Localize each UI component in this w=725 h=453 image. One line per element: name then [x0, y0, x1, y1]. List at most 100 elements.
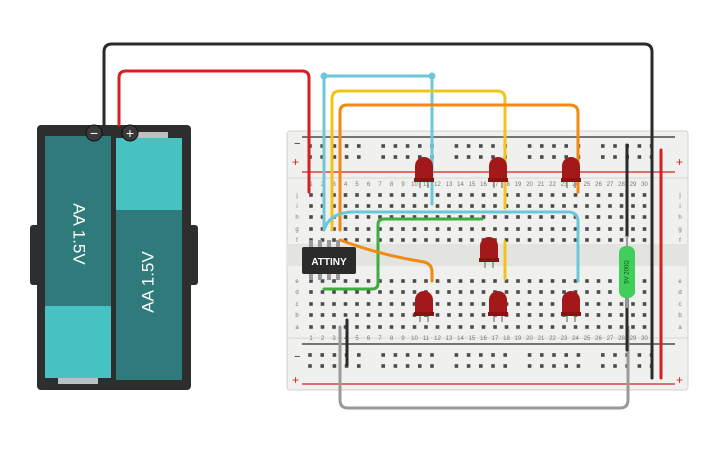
breadboard-hole[interactable] [550, 325, 555, 329]
breadboard-hole[interactable] [550, 279, 555, 283]
breadboard-hole[interactable] [412, 279, 417, 283]
breadboard-hole[interactable] [309, 215, 313, 219]
breadboard-hole[interactable] [527, 238, 532, 242]
breadboard-hole[interactable] [466, 364, 471, 368]
breadboard-hole[interactable] [366, 193, 371, 197]
breadboard-hole[interactable] [631, 325, 635, 329]
breadboard-hole[interactable] [481, 193, 486, 197]
breadboard-hole[interactable] [585, 302, 589, 306]
breadboard-hole[interactable] [355, 227, 359, 231]
breadboard-hole[interactable] [562, 227, 566, 231]
breadboard-hole[interactable] [585, 325, 589, 329]
breadboard-hole[interactable] [481, 325, 486, 329]
breadboard-hole[interactable] [430, 364, 434, 368]
breadboard-hole[interactable] [320, 364, 324, 368]
wire-cyan-top[interactable] [322, 74, 434, 232]
breadboard-hole[interactable] [405, 364, 410, 368]
attiny-chip[interactable]: ATTINY [302, 240, 356, 280]
breadboard-hole[interactable] [613, 155, 617, 159]
breadboard-hole[interactable] [539, 215, 543, 219]
breadboard-hole[interactable] [343, 313, 348, 317]
breadboard-hole[interactable] [619, 238, 624, 242]
breadboard-hole[interactable] [631, 313, 635, 317]
breadboard-hole[interactable] [642, 302, 647, 306]
breadboard-hole[interactable] [470, 238, 474, 242]
breadboard-hole[interactable] [539, 193, 543, 197]
breadboard-hole[interactable] [405, 144, 410, 148]
breadboard-hole[interactable] [539, 227, 543, 231]
breadboard-hole[interactable] [596, 279, 601, 283]
breadboard-hole[interactable] [378, 215, 382, 219]
breadboard-hole[interactable] [550, 204, 555, 208]
breadboard-hole[interactable] [424, 325, 428, 329]
breadboard-hole[interactable] [389, 204, 394, 208]
breadboard-hole[interactable] [424, 215, 428, 219]
breadboard-hole[interactable] [631, 193, 635, 197]
breadboard-hole[interactable] [355, 193, 359, 197]
breadboard-hole[interactable] [320, 313, 325, 317]
breadboard-hole[interactable] [332, 204, 336, 208]
breadboard-hole[interactable] [619, 313, 624, 317]
wire-green[interactable] [322, 217, 484, 291]
breadboard-hole[interactable] [601, 353, 605, 357]
breadboard-hole[interactable] [516, 325, 520, 329]
breadboard-hole[interactable] [401, 215, 405, 219]
breadboard-hole[interactable] [527, 204, 532, 208]
breadboard-hole[interactable] [562, 193, 566, 197]
led[interactable] [561, 157, 581, 188]
led[interactable] [488, 291, 508, 322]
breadboard-hole[interactable] [493, 193, 497, 197]
breadboard-hole[interactable] [320, 144, 324, 148]
breadboard-hole[interactable] [516, 313, 520, 317]
breadboard-hole[interactable] [642, 204, 647, 208]
breadboard-hole[interactable] [493, 279, 497, 283]
breadboard-hole[interactable] [309, 290, 313, 294]
breadboard-hole[interactable] [550, 238, 555, 242]
breadboard-hole[interactable] [539, 290, 543, 294]
breadboard-hole[interactable] [320, 353, 324, 357]
breadboard-hole[interactable] [424, 227, 428, 231]
breadboard-hole[interactable] [389, 279, 394, 283]
breadboard-hole[interactable] [539, 302, 543, 306]
breadboard-hole[interactable] [454, 353, 459, 357]
breadboard-hole[interactable] [435, 238, 440, 242]
breadboard-hole[interactable] [430, 353, 434, 357]
breadboard-hole[interactable] [527, 313, 532, 317]
breadboard-hole[interactable] [466, 353, 471, 357]
breadboard-hole[interactable] [343, 279, 348, 283]
breadboard-hole[interactable] [504, 290, 509, 294]
breadboard-hole[interactable] [516, 290, 520, 294]
breadboard-hole[interactable] [596, 290, 601, 294]
breadboard-hole[interactable] [393, 353, 398, 357]
breadboard-hole[interactable] [458, 313, 463, 317]
breadboard-hole[interactable] [527, 325, 532, 329]
breadboard-hole[interactable] [435, 302, 440, 306]
breadboard-hole[interactable] [585, 279, 589, 283]
breadboard-hole[interactable] [454, 155, 459, 159]
breadboard-hole[interactable] [366, 313, 371, 317]
breadboard-hole[interactable] [527, 302, 532, 306]
breadboard-hole[interactable] [332, 238, 336, 242]
breadboard-hole[interactable] [540, 155, 544, 159]
breadboard-hole[interactable] [447, 325, 451, 329]
breadboard-hole[interactable] [552, 155, 556, 159]
breadboard-hole[interactable] [343, 302, 348, 306]
breadboard-hole[interactable] [401, 279, 405, 283]
breadboard-hole[interactable] [320, 325, 325, 329]
breadboard-hole[interactable] [435, 325, 440, 329]
breadboard-hole[interactable] [585, 313, 589, 317]
breadboard-hole[interactable] [332, 144, 337, 148]
breadboard-hole[interactable] [527, 279, 532, 283]
breadboard-hole[interactable] [332, 155, 337, 159]
breadboard-hole[interactable] [378, 227, 382, 231]
breadboard-hole[interactable] [564, 155, 568, 159]
breadboard-hole[interactable] [550, 215, 555, 219]
breadboard-hole[interactable] [608, 302, 612, 306]
breadboard-hole[interactable] [491, 155, 495, 159]
breadboard-hole[interactable] [540, 144, 544, 148]
wire-cyan-endpoint-right[interactable] [428, 72, 436, 80]
breadboard-hole[interactable] [458, 325, 463, 329]
breadboard-hole[interactable] [491, 144, 495, 148]
breadboard-hole[interactable] [343, 215, 348, 219]
breadboard-hole[interactable] [550, 227, 555, 231]
